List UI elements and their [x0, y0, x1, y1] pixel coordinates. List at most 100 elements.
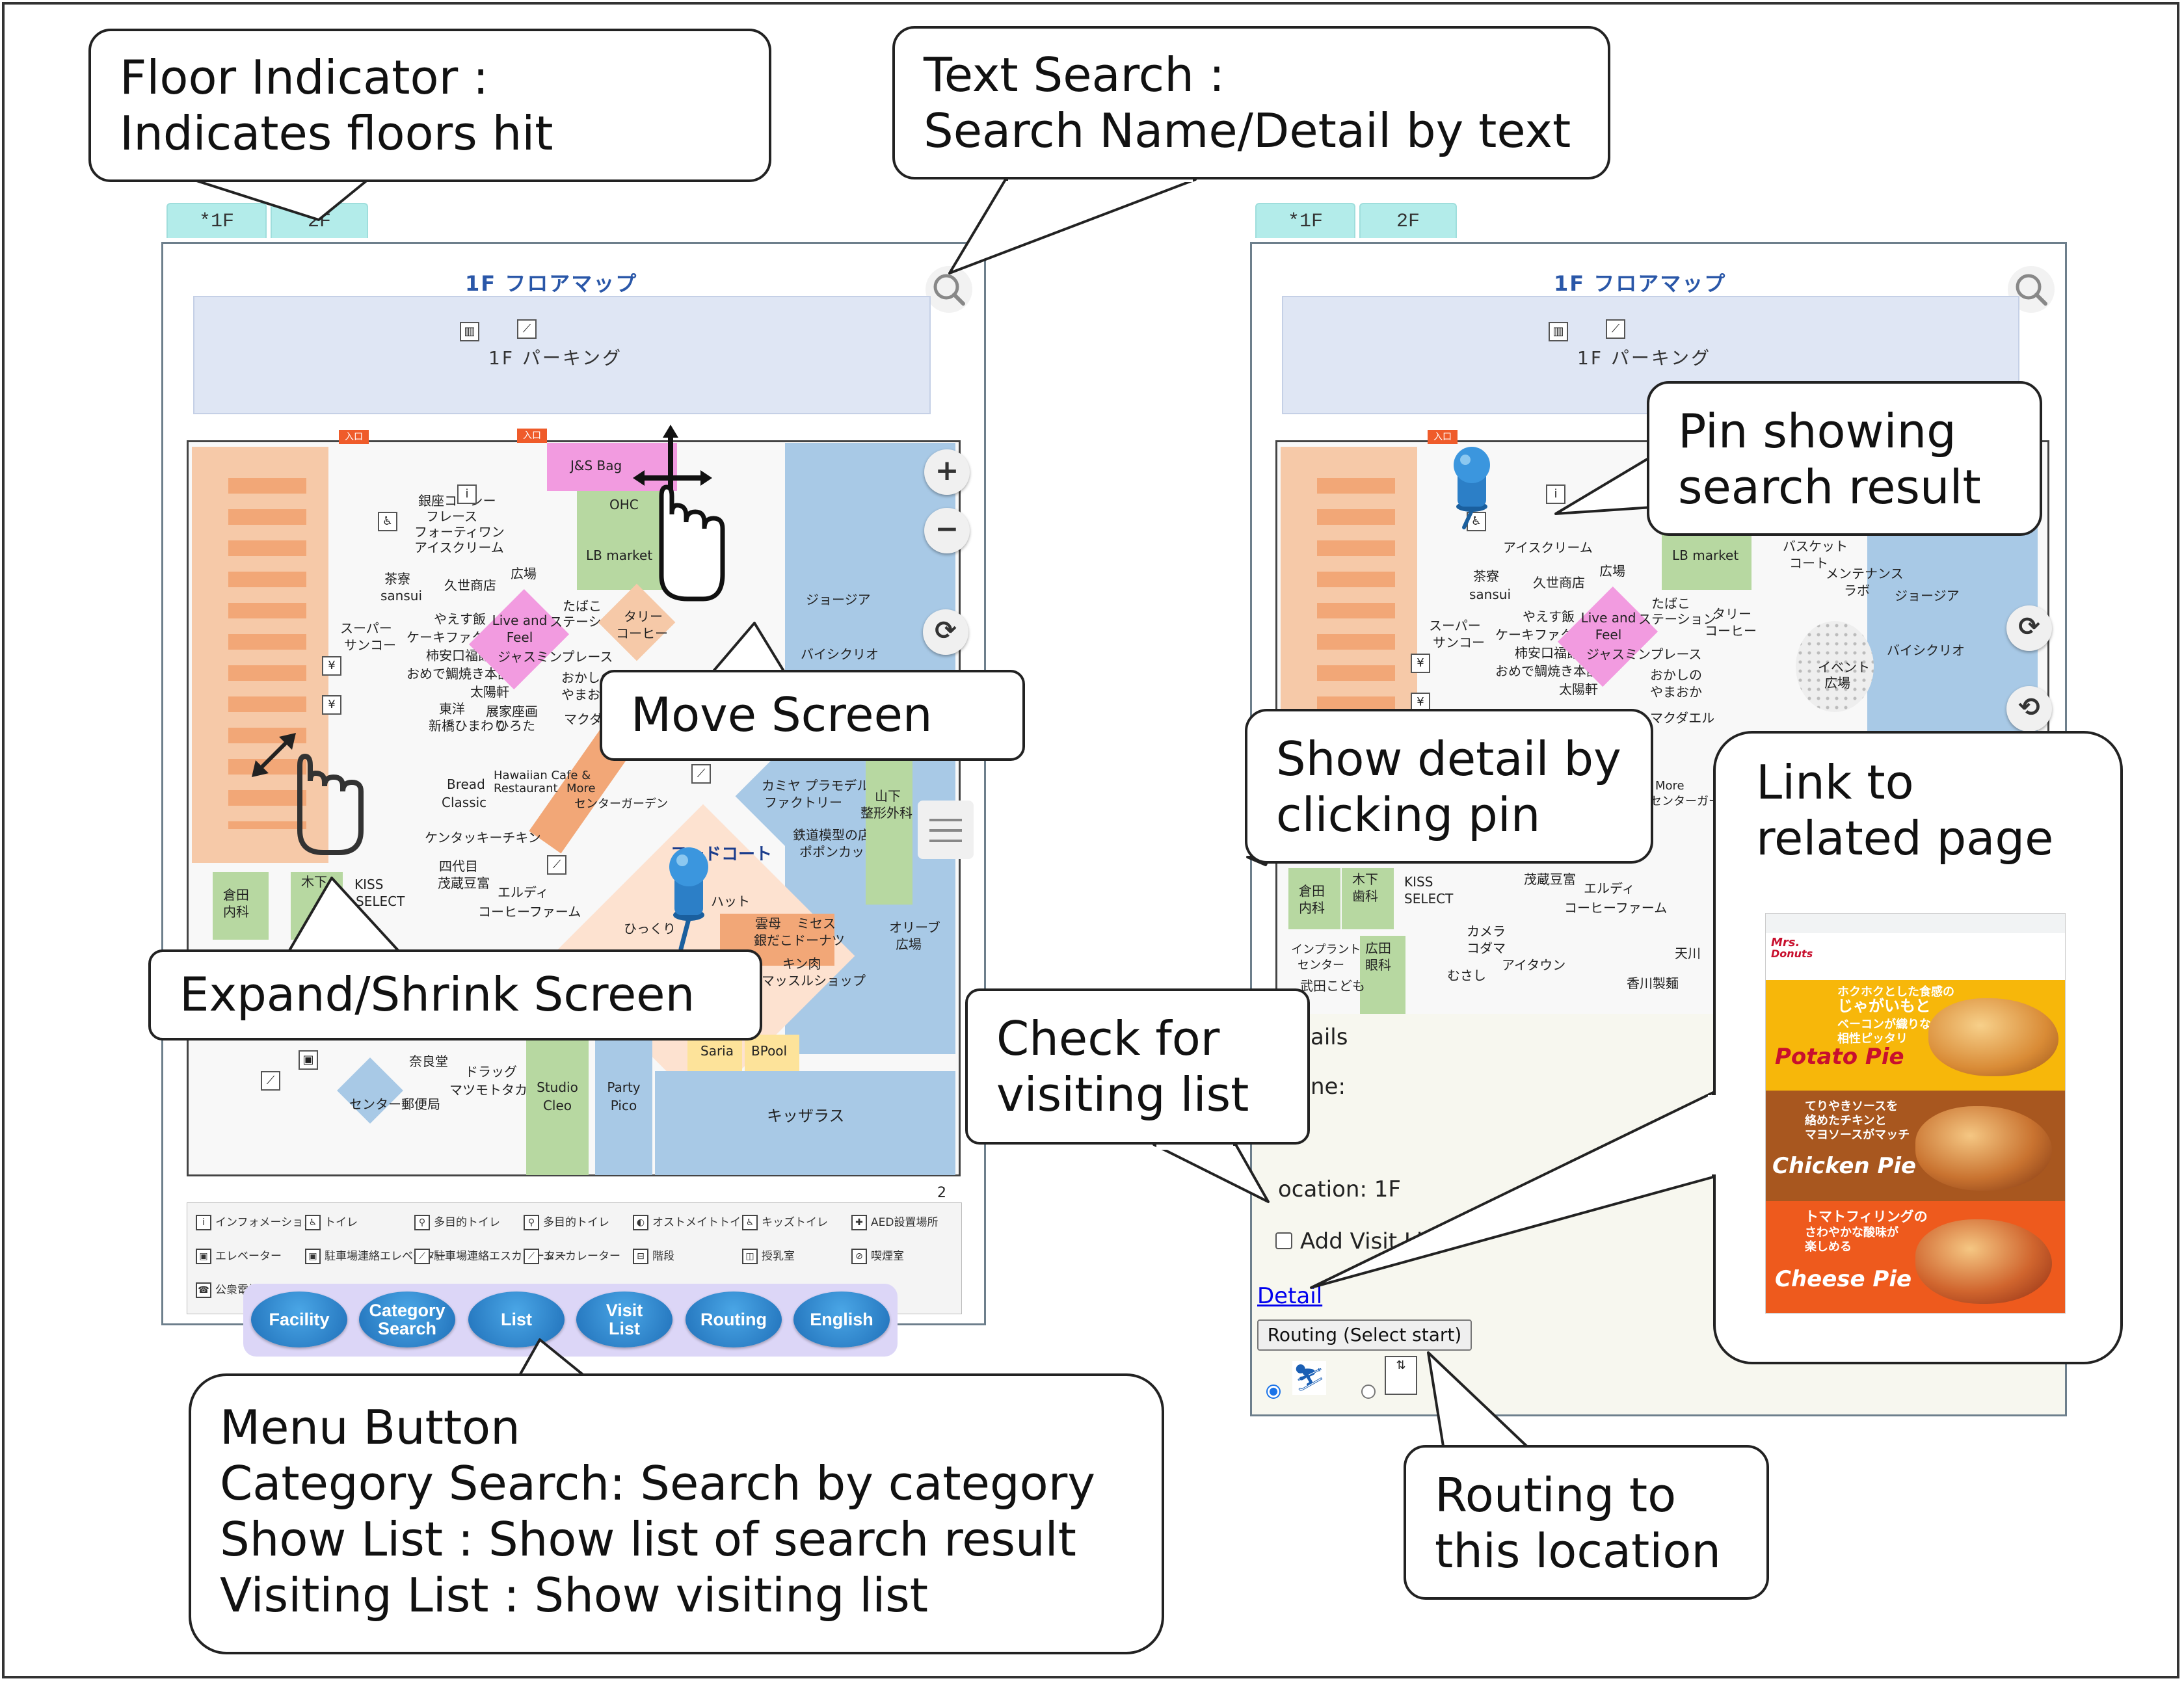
- rotate-button[interactable]: ⟳: [923, 609, 968, 655]
- shop-label: コーヒー: [616, 626, 668, 641]
- shop-label: 広場: [1599, 563, 1625, 579]
- shop-lb-market[interactable]: [577, 520, 667, 590]
- list-button[interactable]: List: [468, 1292, 565, 1347]
- shop-label: KISS: [1404, 874, 1433, 890]
- shop-label: エルディ: [498, 884, 549, 900]
- pan-gesture-icon: [633, 425, 725, 602]
- shop-label: KISS: [354, 877, 384, 892]
- search-result-pin[interactable]: [655, 842, 726, 953]
- pointer-link: [1310, 1091, 1714, 1289]
- legend-label: エスカレーター: [543, 1250, 620, 1263]
- floor-tab-1f[interactable]: *1F: [166, 203, 267, 238]
- shop-label: おめで鯛焼き本舗: [1495, 663, 1599, 679]
- parking-area: [193, 296, 931, 414]
- banner-copy: 相性ピッタリ: [1837, 1032, 1908, 1046]
- shop-label: バイシクリオ: [1887, 643, 1965, 658]
- shop-kishita[interactable]: [1342, 868, 1394, 929]
- shop-studio-cleo[interactable]: [526, 1035, 589, 1175]
- search-result-pin[interactable]: [1441, 445, 1506, 530]
- chicken-pie-image: [1915, 1106, 2052, 1191]
- shop-label: ミセス: [797, 916, 836, 931]
- shop-label: サンコー: [344, 637, 396, 653]
- legend-label: 階段: [652, 1250, 674, 1263]
- shop-hiroda[interactable]: [1360, 936, 1405, 1014]
- shop-label: コーヒー: [1705, 623, 1757, 639]
- shop-label: 広場: [511, 566, 537, 581]
- pointer-floor: [191, 178, 369, 221]
- zoom-in-button[interactable]: +: [924, 449, 970, 495]
- shop-label: ファクトリー: [764, 795, 842, 810]
- legend-icon: ⚲: [524, 1215, 539, 1230]
- zoom-out-button[interactable]: −: [924, 508, 970, 553]
- legend-item: ♿トイレ: [305, 1213, 358, 1230]
- shop-label: ケンタッキーチキン: [425, 830, 541, 845]
- elevator-route-radio[interactable]: [1361, 1385, 1376, 1399]
- floor-tab-2f[interactable]: 2F: [1359, 203, 1457, 238]
- search-button[interactable]: [926, 266, 972, 313]
- rotate-button[interactable]: ⟳: [2006, 605, 2052, 651]
- shop-kizzarasu[interactable]: [655, 1071, 955, 1175]
- shop-ohc[interactable]: [577, 491, 667, 520]
- shop-label: Bread: [447, 776, 485, 792]
- shop-label: やえす飯: [1523, 609, 1575, 624]
- shop-label: 倉田: [223, 887, 249, 903]
- shop-label: インプラント: [1291, 943, 1361, 957]
- shop-label: ジャスミンプレース: [1586, 646, 1702, 662]
- shop-kurata[interactable]: [1288, 868, 1340, 929]
- toilet-icon: ▥: [460, 322, 479, 341]
- shop-saria[interactable]: [687, 1035, 742, 1071]
- escalator-route-radio[interactable]: [1266, 1385, 1281, 1399]
- shop-label: 太陽軒: [470, 684, 509, 700]
- hamburger-menu-button[interactable]: [918, 801, 974, 859]
- shop-bpool[interactable]: [745, 1035, 799, 1071]
- legend-label: インフォメーション: [215, 1216, 315, 1229]
- shop-label: ジャスミンプレース: [498, 649, 613, 665]
- detail-location: ocation: 1F: [1278, 1176, 1401, 1202]
- shop-label: LB market: [1672, 548, 1739, 563]
- legend-icon: ⊘: [851, 1249, 867, 1264]
- related-page-preview[interactable]: Mrs. Donuts ホクホクとした食感の じゃがいもと ベーコンが織りなす …: [1765, 913, 2066, 1314]
- shop-label: 茂蔵豆富: [1524, 871, 1576, 887]
- facility-button[interactable]: Facility: [251, 1292, 347, 1347]
- toilet-icon: ♿: [378, 512, 397, 531]
- floor-tab-1f[interactable]: *1F: [1255, 203, 1355, 238]
- legend-icon: ♿: [305, 1215, 321, 1230]
- shop-label: J&S Bag: [570, 458, 622, 473]
- shop-js-bag[interactable]: [547, 443, 677, 491]
- brand-logo-2: Donuts: [1771, 948, 1813, 960]
- shop-kurata[interactable]: [213, 872, 269, 940]
- pointer-check: [1152, 1143, 1270, 1203]
- shop-label: 新橋ひまわり: [429, 718, 507, 734]
- routing-button[interactable]: Routing: [686, 1292, 782, 1347]
- pointer-pin: [1554, 457, 1653, 515]
- map-panel[interactable]: 1F フロアマップ 1F パーキング ▥ ⟋ 入口 入口 J&S Bag OHC…: [161, 242, 986, 1325]
- super-shelves: [228, 478, 306, 829]
- legend-icon: ◐: [633, 1215, 648, 1230]
- english-button[interactable]: English: [793, 1292, 890, 1347]
- legend-item: ⊟階段: [633, 1247, 674, 1264]
- shop-label: BPool: [751, 1043, 788, 1059]
- routing-select-start-button[interactable]: Routing (Select start): [1257, 1319, 1472, 1351]
- rotate-left-button[interactable]: ⟲: [2006, 686, 2052, 732]
- shop-yamashita[interactable]: [866, 758, 912, 905]
- shop-label: Saria: [700, 1043, 734, 1059]
- shop-label: Feel: [506, 629, 533, 645]
- shop-label: 柿安口福館: [1515, 645, 1580, 661]
- shop-label: Party: [607, 1080, 641, 1095]
- shop-party-pico[interactable]: [595, 1035, 652, 1175]
- shop-label: メンテナンス: [1826, 566, 1904, 581]
- shop-label: マクダエル: [1650, 710, 1715, 726]
- add-visit-checkbox[interactable]: [1275, 1232, 1292, 1249]
- legend-item: ⚲多目的トイレ: [524, 1213, 609, 1230]
- shop-label: ドーナツ: [793, 933, 845, 948]
- shop-label: 倉田: [1299, 883, 1325, 899]
- shop-label: キッザラス: [767, 1107, 845, 1125]
- atm-icon: ¥: [1411, 654, 1430, 673]
- legend-label: オストメイトトイレ: [652, 1216, 752, 1229]
- shop-label: おかしの: [1650, 667, 1702, 683]
